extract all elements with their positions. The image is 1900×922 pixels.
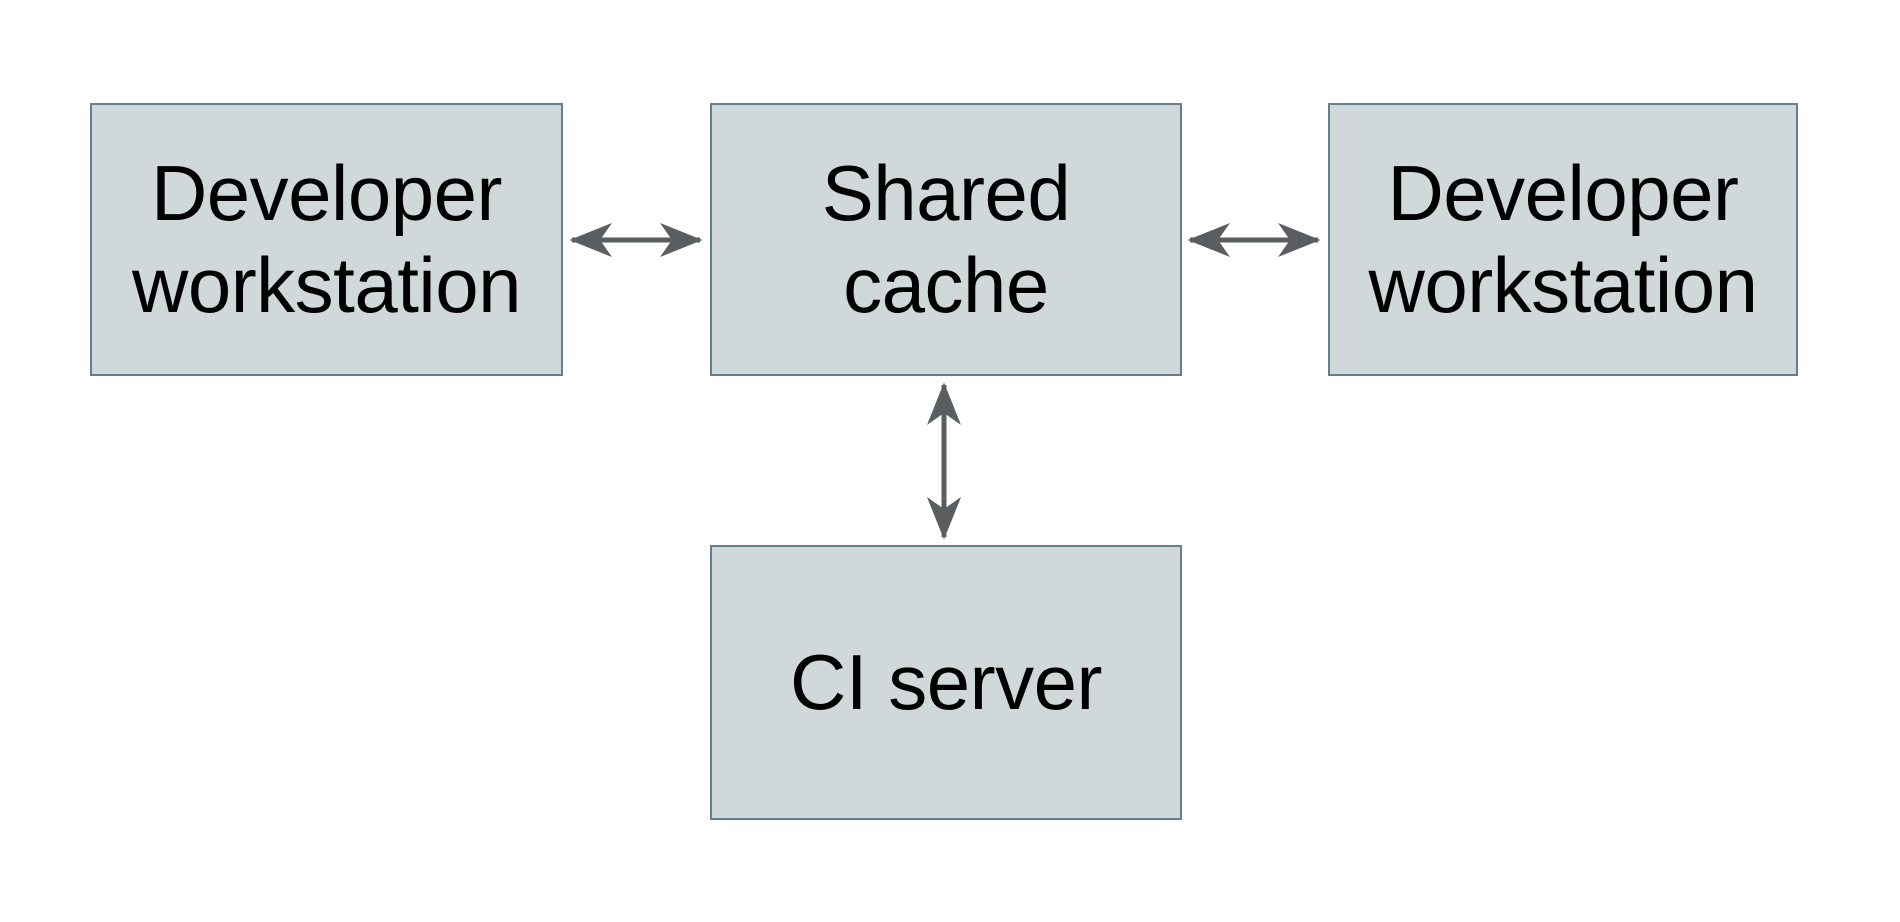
node-label-shared-cache: Shared cache <box>821 149 1071 329</box>
node-developer-workstation-right: Developer workstation <box>1328 103 1798 376</box>
node-developer-workstation-left: Developer workstation <box>90 103 563 376</box>
node-label-ci-server: CI server <box>790 637 1102 726</box>
node-shared-cache: Shared cache <box>710 103 1182 376</box>
node-label-developer-workstation-right: Developer workstation <box>1368 149 1759 329</box>
node-ci-server: CI server <box>710 545 1182 820</box>
node-label-developer-workstation-left: Developer workstation <box>132 149 522 329</box>
